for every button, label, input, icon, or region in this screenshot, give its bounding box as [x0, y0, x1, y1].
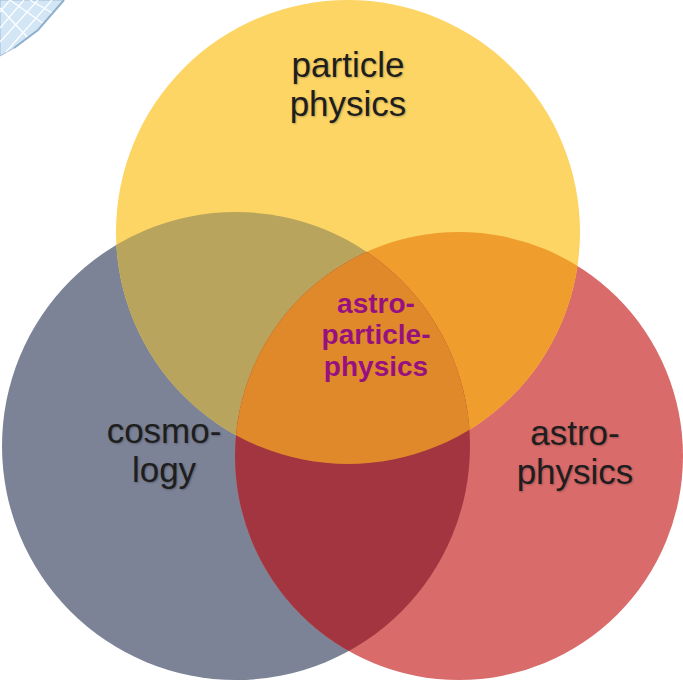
- circle-shape: [116, 0, 580, 464]
- triple-overlap: [235, 232, 683, 680]
- astrophysics-disc: [235, 232, 683, 680]
- venn-circle: particle physics: [116, 0, 580, 464]
- corner-graphic: [0, 0, 64, 56]
- circle-label: astro- physics: [517, 413, 634, 491]
- circle-label: cosmo- logy: [107, 411, 222, 489]
- circle-outline: [2, 212, 470, 680]
- venn-circle: cosmo- logy: [2, 212, 470, 680]
- overlap-region: [235, 232, 683, 680]
- circle-shape: [235, 232, 683, 680]
- center-label: astro- particle- physics: [322, 288, 431, 382]
- circle-label: particle physics: [290, 45, 407, 123]
- circle-shape: [2, 212, 470, 680]
- overlap-region: [235, 232, 683, 680]
- venn-circle: astro- physics: [235, 232, 683, 680]
